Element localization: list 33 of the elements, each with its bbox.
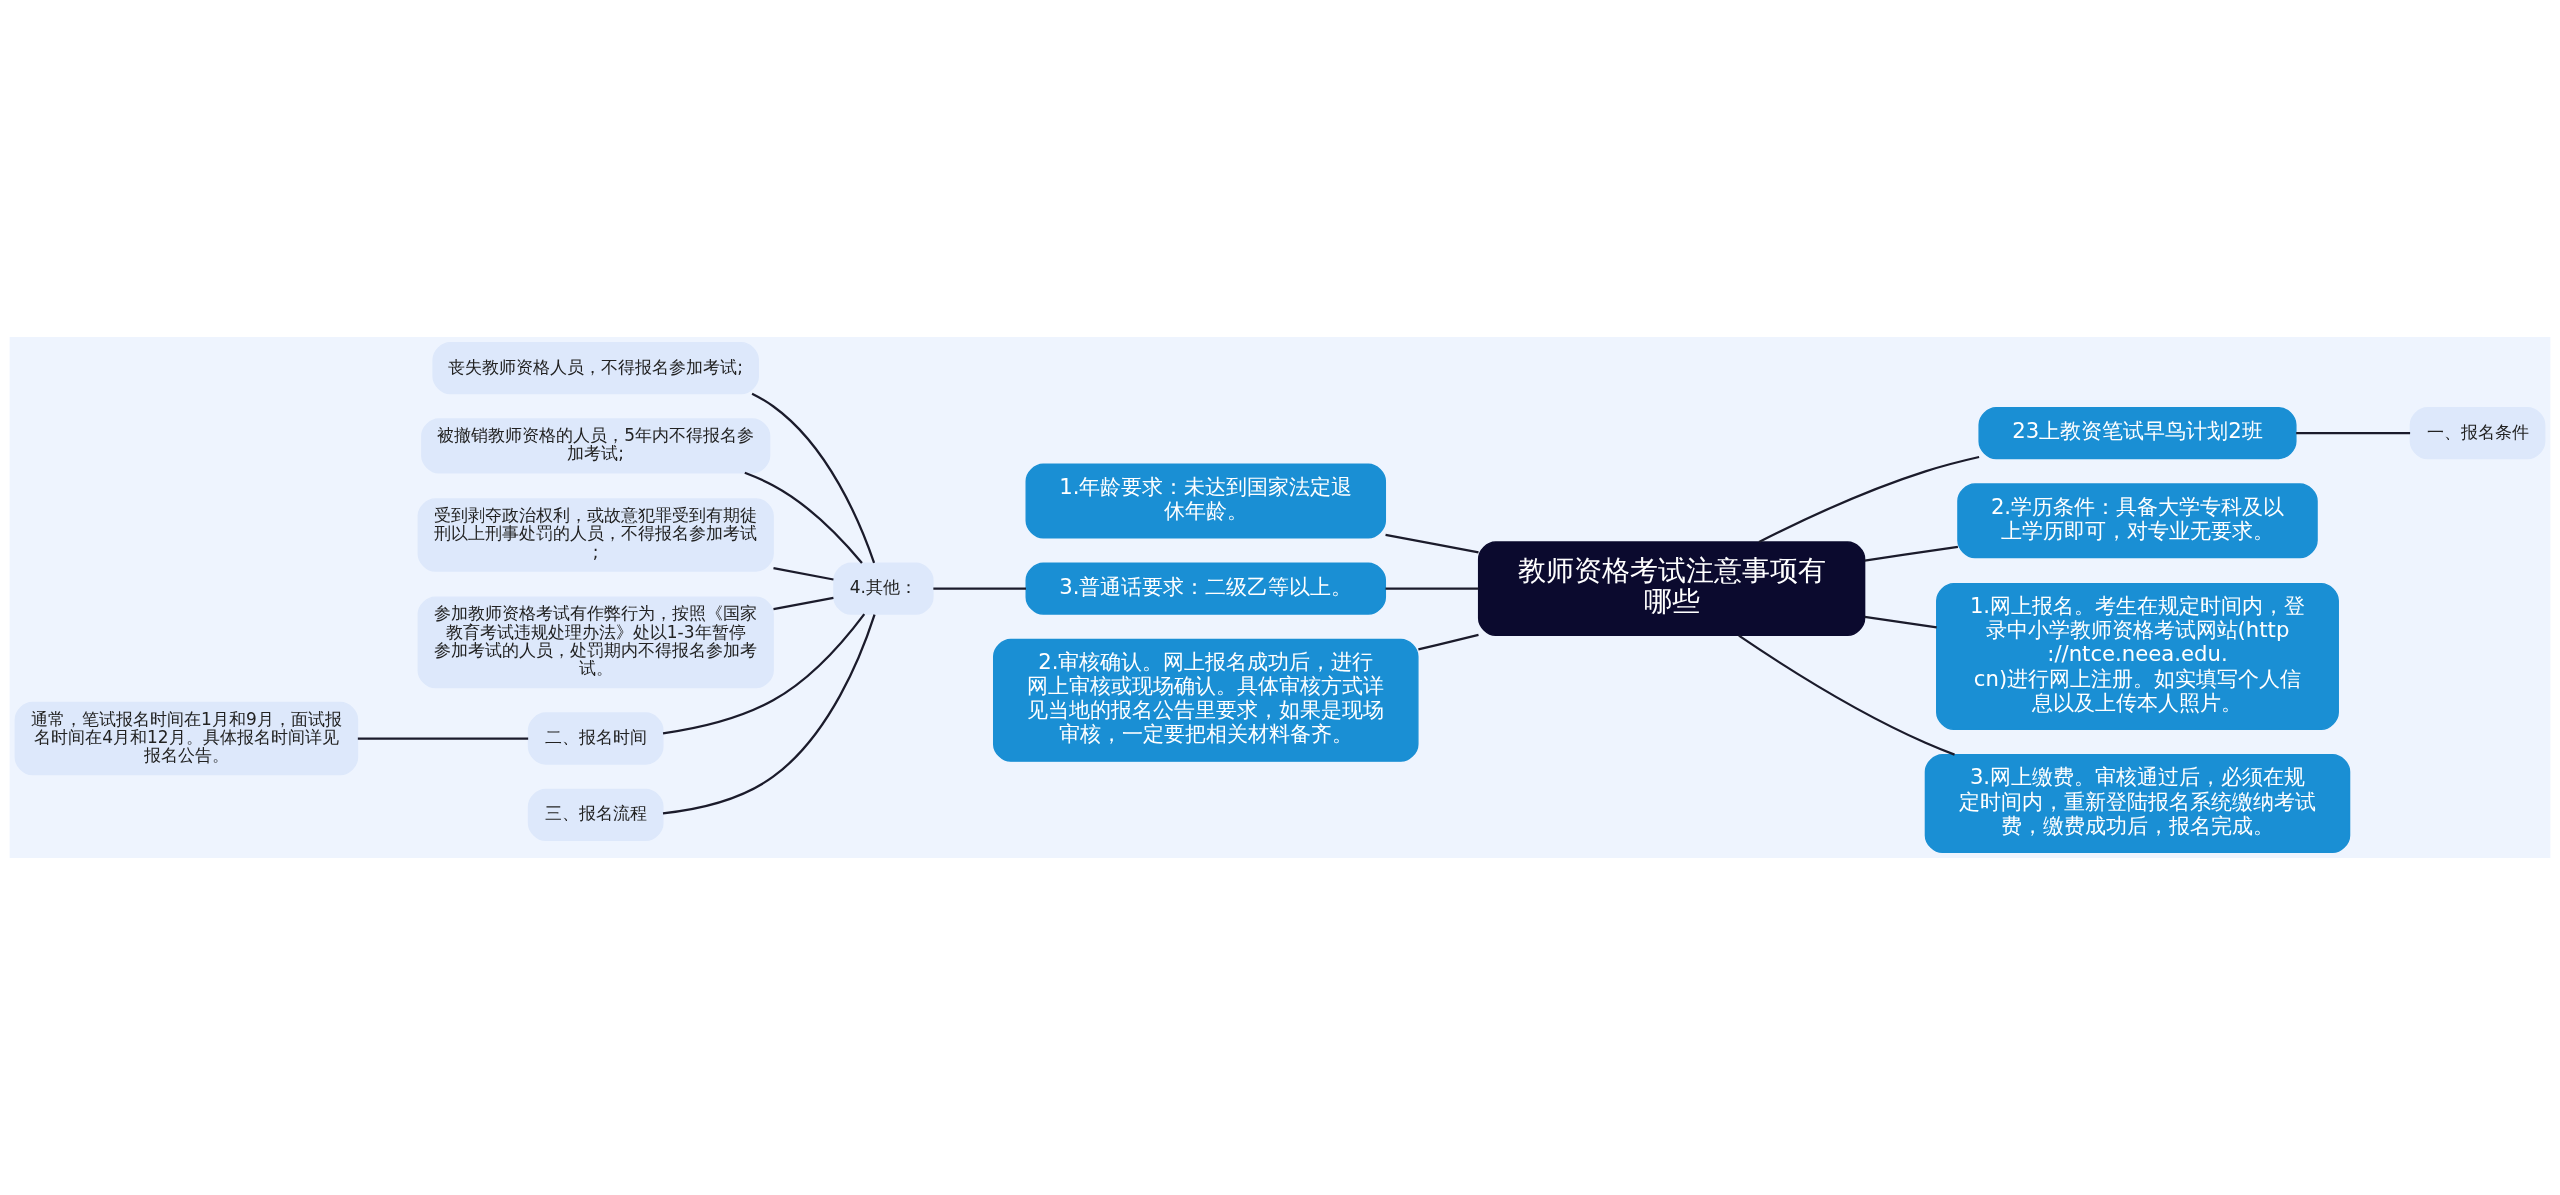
connector bbox=[1418, 633, 1479, 651]
node-box: 二、报名时间 bbox=[527, 712, 664, 765]
node-box: 3.网上缴费。审核通过后，必须在规定时间内，重新登陆报名系统缴纳考试费，缴费成功后，报名完成。 bbox=[1924, 754, 2351, 854]
node-box: 1.年龄要求：未达到国家法定退休年龄。 bbox=[1025, 463, 1387, 539]
node-box: 1.网上报名。考生在规定时间内，登录中小学教师资格考试网站(http://ntce.neea.edu.cn)进行网上注册。如实填写个人信息以及上传本人照片。 bbox=[1936, 583, 2339, 731]
node-box: 2.审核确认。网上报名成功后，进行网上审核或现场确认。具体审核方式详见当地的报名公告里要求，如果是现场审核，一定要把相关材料备齐。 bbox=[993, 638, 1419, 762]
connector bbox=[1385, 533, 1479, 554]
node-box: 4.其他： bbox=[833, 562, 934, 615]
connector bbox=[773, 567, 834, 581]
node-box: 3.普通话要求：二级乙等以上。 bbox=[1025, 562, 1387, 615]
connector bbox=[744, 471, 863, 564]
node-box: 教师资格考试注意事项有哪些 bbox=[1477, 541, 1866, 637]
connector bbox=[751, 392, 876, 564]
connector bbox=[933, 587, 1026, 590]
node-box: 23上教资笔试早鸟计划2班 bbox=[1978, 407, 2297, 460]
node-box: 被撤销教师资格的人员，5年内不得报名参加考试; bbox=[421, 418, 771, 474]
connector bbox=[357, 737, 529, 740]
node-box: 参加教师资格考试有作弊行为，按照《国家教育考试违规处理办法》处以1-3年暂停参加考试的人员，处罚期内不得报名参加考试。 bbox=[417, 596, 774, 689]
connector bbox=[1864, 545, 1959, 562]
node-box: 受到剥夺政治权利，或故意犯罪受到有期徒刑以上刑事处罚的人员，不得报名参加考试; bbox=[417, 498, 774, 572]
connector bbox=[1738, 634, 1955, 756]
node-box: 三、报名流程 bbox=[527, 788, 664, 842]
connector bbox=[1385, 587, 1479, 590]
node-box: 通常，笔试报名时间在1月和9月，面试报名时间在4月和12月。具体报名时间详见报名公告。 bbox=[14, 701, 359, 776]
node-box: 丧失教师资格人员，不得报名参加考试; bbox=[432, 341, 759, 395]
node-box: 一、报名条件 bbox=[2409, 407, 2546, 460]
connector bbox=[1758, 455, 1980, 543]
connector bbox=[662, 613, 866, 735]
node-box: 2.学历条件：具备大学专科及以上学历即可，对专业无要求。 bbox=[1957, 483, 2318, 559]
connector bbox=[1864, 615, 1937, 629]
connector bbox=[662, 614, 876, 815]
connector bbox=[2296, 432, 2411, 435]
connector bbox=[773, 596, 834, 611]
